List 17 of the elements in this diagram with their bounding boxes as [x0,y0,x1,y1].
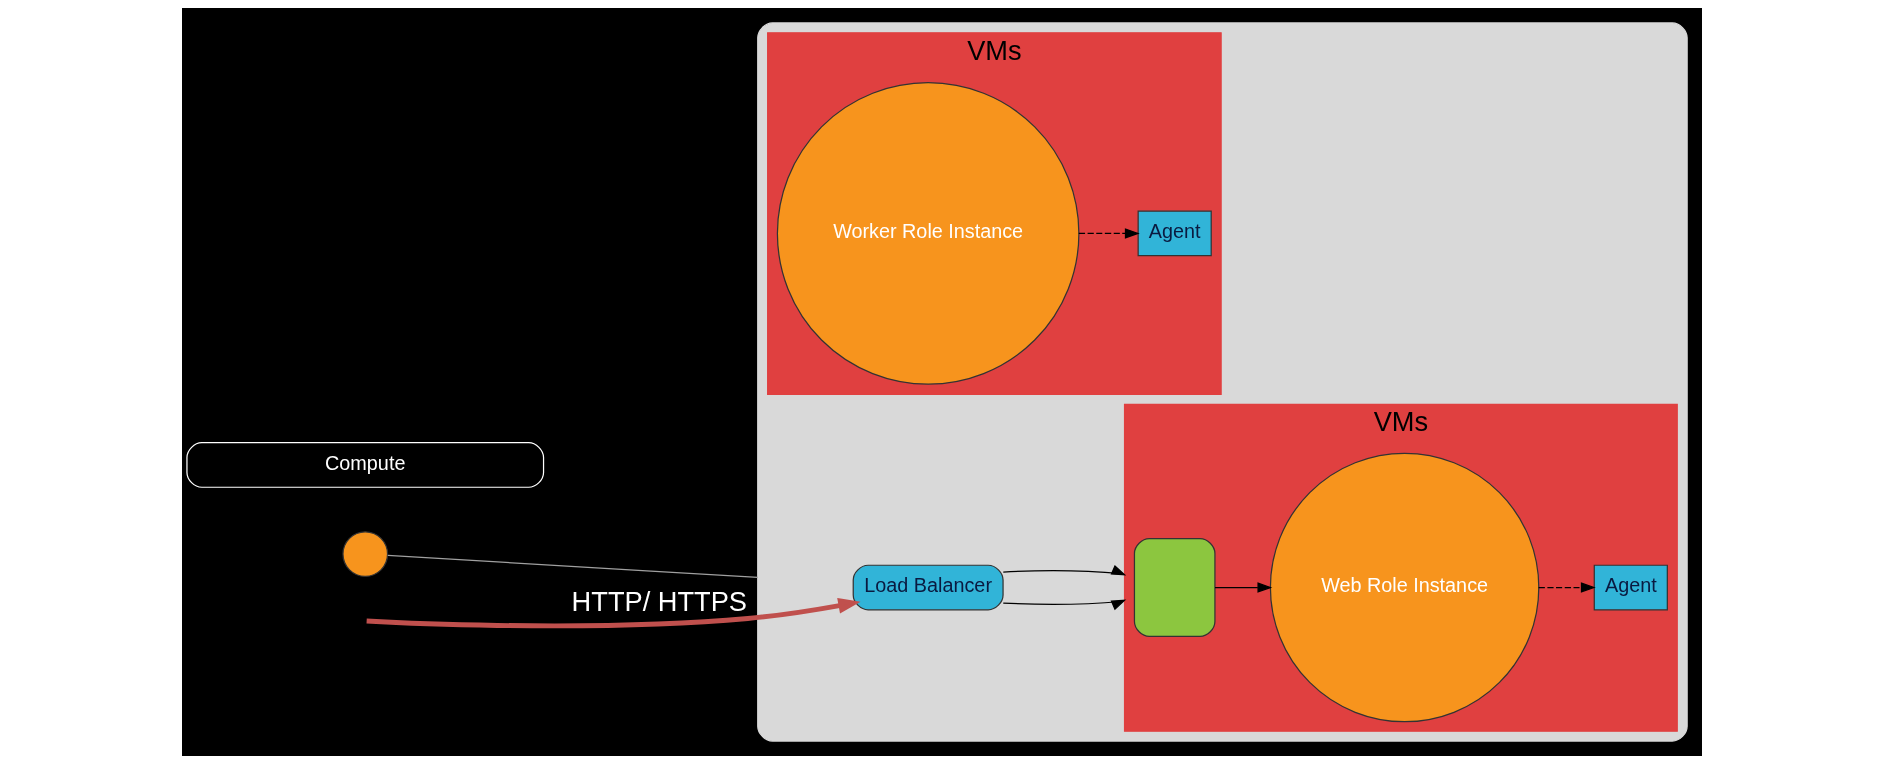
node-box: Compute [185,442,544,488]
node-circle [341,531,388,577]
arrow [1002,564,1126,576]
cluster [756,22,1688,742]
node-circle: Web Role Instance [1269,452,1539,723]
arrow [1537,582,1596,593]
connector [386,554,758,579]
arrow [1213,582,1272,593]
node-circle: Worker Role Instance [776,82,1079,385]
node-box: Agent [1593,564,1668,611]
arrow [1077,228,1140,239]
node-box: Agent [1137,210,1212,257]
arrow [366,598,861,629]
arrow [1002,599,1126,611]
edge-label: HTTP/ HTTPS [571,585,747,617]
node-box: Load Balancer [852,564,1004,611]
node-box [1133,538,1216,638]
